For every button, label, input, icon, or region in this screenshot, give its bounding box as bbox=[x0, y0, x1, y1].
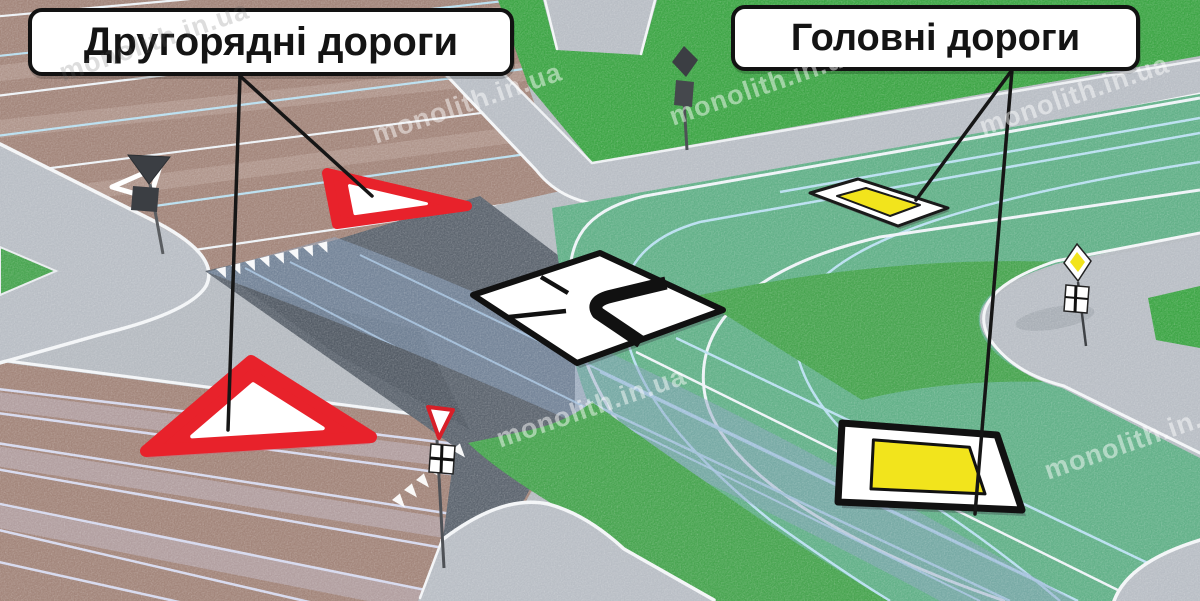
pointer-line bbox=[973, 68, 1014, 516]
label-secondary-roads: Другорядні дороги bbox=[28, 8, 514, 76]
priority-road-sign-lower-icon bbox=[834, 419, 1026, 516]
yield-sign-lower-icon bbox=[140, 355, 377, 458]
label-main-roads: Головні дороги bbox=[731, 5, 1140, 71]
yield-teeth-row-top bbox=[216, 241, 328, 278]
label-secondary-text: Другорядні дороги bbox=[83, 19, 459, 64]
pointer-line bbox=[238, 74, 374, 198]
signpost-top bbox=[672, 46, 698, 151]
signpost-left bbox=[109, 154, 171, 255]
yield-sign-post-icon bbox=[426, 405, 455, 440]
pointer-line bbox=[226, 74, 242, 432]
label-main-text: Головні дороги bbox=[790, 16, 1081, 59]
road-marking-arrow-icon bbox=[109, 163, 163, 201]
signpost-right bbox=[1063, 242, 1092, 347]
signpost-bottom bbox=[426, 405, 456, 569]
pointer-line bbox=[914, 68, 1014, 202]
priority-road-sign-upper-icon bbox=[808, 177, 950, 229]
main-road-direction-sign-icon bbox=[470, 250, 726, 368]
yield-sign-back-icon bbox=[126, 154, 171, 185]
pointer-lines bbox=[226, 68, 1014, 516]
sign-back-diamond-icon bbox=[672, 46, 698, 77]
